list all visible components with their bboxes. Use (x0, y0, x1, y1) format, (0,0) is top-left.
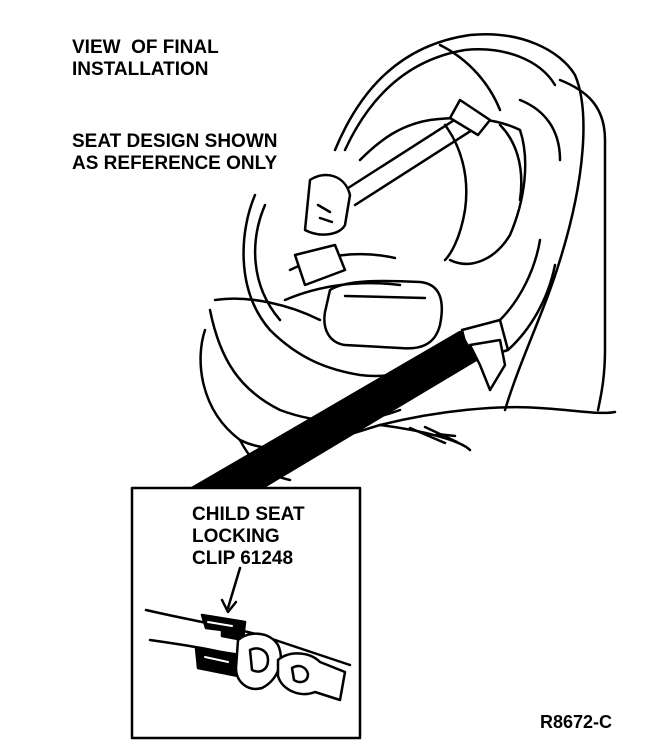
child-seat-back (358, 116, 527, 266)
locking-clip-upper (200, 613, 247, 642)
figure-id: R8672-C (540, 712, 613, 732)
seat-floor-line (378, 423, 472, 452)
inset-buckle-detail (290, 664, 310, 684)
inset-frame (130, 486, 362, 740)
inset-label-line-3: CLIP 61248 (192, 548, 294, 569)
child-seat-wing (498, 123, 523, 202)
seat-back-seam (438, 43, 502, 112)
child-seat-shell-inner (253, 203, 282, 322)
child-seat-back-pad (443, 123, 468, 262)
inset-arrow-head (220, 598, 238, 614)
seat-side-bolster (518, 98, 562, 162)
vehicle-seat-back-inner (343, 48, 557, 152)
inset-latch-window (248, 647, 270, 673)
vehicle-seat-back (333, 33, 585, 412)
harness-buckle-slot (316, 203, 334, 224)
clip-slot (204, 621, 233, 663)
belt-webbing (498, 238, 557, 352)
inset-label-line-1: CHILD SEAT (192, 504, 305, 525)
reference-note-line-2: AS REFERENCE ONLY (72, 153, 278, 174)
figure-title-line-1: VIEW OF FINAL (72, 37, 219, 58)
shoulder-belt (343, 108, 482, 207)
callout-leader (190, 330, 478, 490)
figure-title-line-2: INSTALLATION (72, 59, 209, 80)
seat-cushion-grooves (408, 425, 459, 445)
child-seat-base-edge (213, 297, 322, 322)
tray-seam (343, 294, 427, 300)
harness-buckle (303, 173, 352, 236)
belt-guide (448, 98, 492, 137)
child-seat-tray (323, 279, 444, 350)
vehicle-seat-cushion (199, 328, 617, 450)
lap-belt-lower (283, 281, 402, 302)
reference-note-line-1: SEAT DESIGN SHOWN (72, 131, 278, 152)
belt-latch-tongue (468, 338, 507, 392)
inset-label-line-2: LOCKING (192, 526, 280, 547)
inset-leader-arrow (226, 566, 242, 610)
crotch-buckle (293, 243, 347, 287)
seat-back-side (558, 78, 607, 412)
inset-buckle (276, 652, 347, 702)
